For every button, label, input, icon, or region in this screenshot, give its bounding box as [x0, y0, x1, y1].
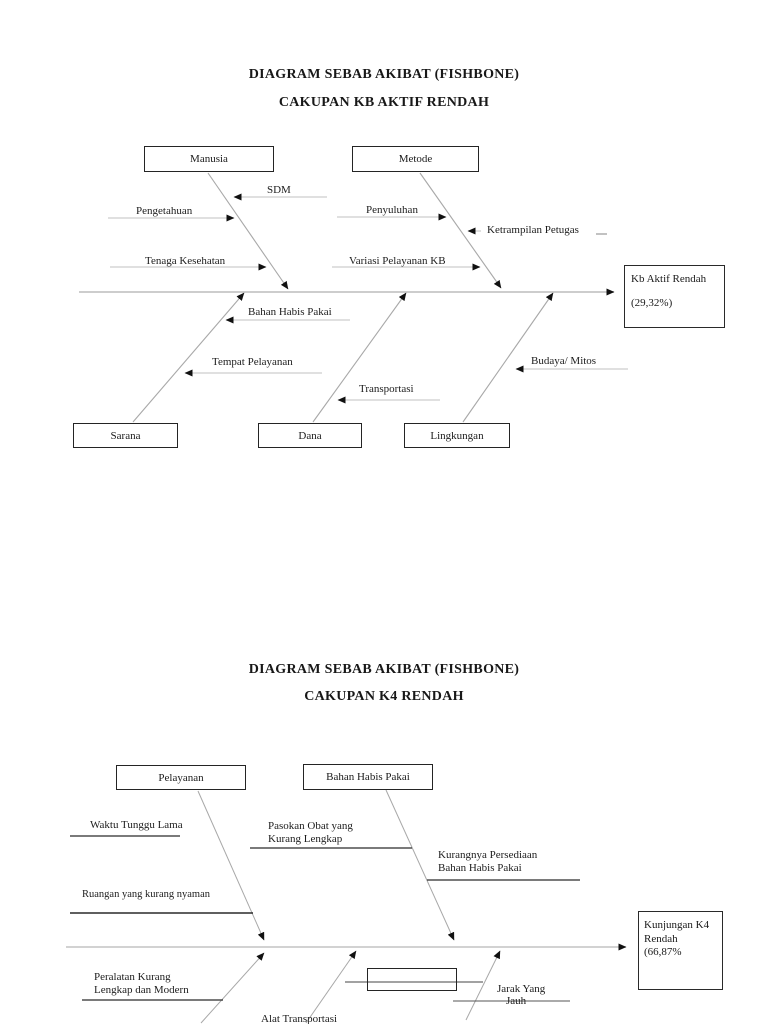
- diagram1-subtitle: CAKUPAN KB AKTIF RENDAH: [278, 95, 490, 110]
- cause-variasi-pelayanan-kb: Variasi Pelayanan KB: [349, 255, 446, 267]
- diagram2-skeleton: [66, 789, 627, 1024]
- category-box-pelayanan: Pelayanan: [116, 765, 246, 790]
- diagram1-title: DIAGRAM SEBAB AKIBAT (FISHBONE): [248, 67, 520, 82]
- bone-sarana: [132, 292, 245, 423]
- cause-kurangnya-line2: Bahan Habis Pakai: [438, 862, 522, 874]
- cause-penyuluhan: Penyuluhan: [366, 204, 418, 216]
- bone-alat-transportasi: [305, 950, 357, 1024]
- category-label-sarana: Sarana: [110, 429, 141, 442]
- cause-tempat-pelayanan: Tempat Pelayanan: [212, 356, 293, 368]
- bone-lingkungan: [462, 292, 554, 423]
- category-label-lingkungan: Lingkungan: [430, 429, 484, 442]
- effect2-line2: Rendah: [644, 932, 678, 945]
- effect-box-kunjungan-k4: Kunjungan K4 Rendah (66,87%: [638, 911, 723, 990]
- cause-kurangnya-persediaan: Kurangnya Persediaan Bahan Habis Pakai: [438, 849, 537, 875]
- cause-waktu-tunggu-lama: Waktu Tunggu Lama: [90, 819, 183, 831]
- cause-bahan-habis-pakai: Bahan Habis Pakai: [248, 306, 332, 318]
- category-label-pelayanan: Pelayanan: [158, 771, 204, 784]
- cause-sdm: SDM: [267, 184, 291, 196]
- cause-tenaga-kesehatan: Tenaga Kesehatan: [145, 255, 226, 267]
- diagram1-skeleton: [79, 172, 628, 423]
- cause-pasokan-line2: Kurang Lengkap: [268, 833, 343, 845]
- category-box-manusia: Manusia: [144, 146, 274, 172]
- category-label-metode: Metode: [398, 153, 433, 165]
- effect2-line3: (66,87%: [644, 946, 682, 958]
- diagram2-subtitle: CAKUPAN K4 RENDAH: [304, 689, 464, 704]
- cause-peralatan-line2: Lengkap dan Modern: [94, 984, 189, 996]
- category-box-dana: Dana: [258, 423, 362, 448]
- cause-alat-transportasi: Alat Transportasi: [261, 1013, 338, 1024]
- category-box-bahan-habis-pakai: Bahan Habis Pakai: [303, 764, 433, 790]
- category-label-bahan-habis-pakai: Bahan Habis Pakai: [326, 771, 410, 783]
- effect1-line2: (29,32%): [631, 296, 673, 309]
- cause-ruangan: Ruangan yang kurang nyaman: [82, 889, 211, 900]
- category-box-sarana: Sarana: [73, 423, 178, 448]
- cause-budaya-mitos: Budaya/ Mitos: [531, 355, 597, 367]
- bone-peralatan: [200, 952, 265, 1024]
- cause-peralatan-line1: Peralatan Kurang: [94, 971, 171, 983]
- cause-pasokan-obat: Pasokan Obat yang Kurang Lengkap: [268, 820, 353, 846]
- cause-pengetahuan: Pengetahuan: [136, 205, 193, 217]
- effect-box-kb-aktif-rendah: Kb Aktif Rendah (29,32%): [624, 265, 725, 328]
- cause-jarak-jauh: Jauh: [506, 995, 527, 1007]
- cause-pasokan-line1: Pasokan Obat yang: [268, 820, 353, 832]
- bone-dana: [312, 292, 407, 423]
- empty-cause-box: [367, 968, 457, 991]
- diagram2-title: DIAGRAM SEBAB AKIBAT (FISHBONE): [248, 662, 520, 677]
- bone-jarak: [465, 950, 501, 1021]
- bone-pelayanan: [197, 790, 265, 941]
- category-box-lingkungan: Lingkungan: [404, 423, 510, 448]
- bone-metode: [419, 172, 502, 289]
- effect2-line1: Kunjungan K4: [644, 919, 710, 931]
- category-box-metode: Metode: [352, 146, 479, 172]
- bone-bahan-habis-pakai: [385, 789, 455, 941]
- effect1-line1: Kb Aktif Rendah: [631, 273, 707, 285]
- category-label-manusia: Manusia: [190, 153, 228, 165]
- cause-jarak-yang: Jarak Yang: [497, 983, 546, 995]
- cause-kurangnya-line1: Kurangnya Persediaan: [438, 849, 538, 861]
- cause-ketrampilan-petugas: Ketrampilan Petugas: [487, 224, 579, 236]
- category-label-dana: Dana: [298, 429, 322, 442]
- bone-manusia: [207, 172, 289, 290]
- cause-peralatan: Peralatan Kurang Lengkap dan Modern: [94, 971, 189, 997]
- cause-transportasi: Transportasi: [359, 383, 414, 395]
